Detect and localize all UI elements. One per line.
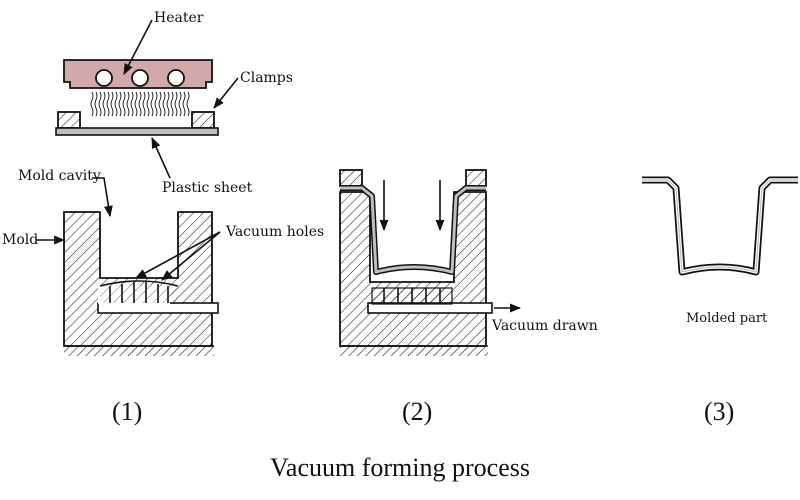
heat-ray xyxy=(118,91,122,117)
heat-rays xyxy=(90,91,190,117)
heat-ray xyxy=(154,91,158,117)
diagram-title: Vacuum forming process xyxy=(270,453,530,482)
heat-ray xyxy=(134,91,138,117)
plastic-sheet-label: Plastic sheet xyxy=(162,180,253,196)
heat-ray xyxy=(146,91,150,117)
mold-1 xyxy=(63,211,219,347)
heat-ray xyxy=(138,91,142,117)
stage-2: Vacuum drawn xyxy=(339,169,598,356)
heat-ray xyxy=(142,91,146,117)
heat-ray xyxy=(150,91,154,117)
clamps-leader xyxy=(213,77,239,109)
vacuum-holes-leader xyxy=(135,231,221,279)
plastic-sheet-leader xyxy=(151,136,171,179)
vacuum-holes-leader xyxy=(161,231,221,281)
step-3-label: (3) xyxy=(704,397,734,426)
heat-ray xyxy=(186,91,190,117)
heat-ray xyxy=(178,91,182,117)
vacuum-drawn-label: Vacuum drawn xyxy=(491,318,598,334)
heat-ray xyxy=(166,91,170,117)
heat-ray xyxy=(126,91,130,117)
heater-label: Heater xyxy=(154,10,204,26)
step-1-label: (1) xyxy=(112,397,142,426)
heat-ray xyxy=(182,91,186,117)
heat-ray xyxy=(170,91,174,117)
heat-ray xyxy=(98,91,102,117)
ground-2 xyxy=(340,346,488,356)
stage-1: Heater Clamps Plastic sheet Mold cavity … xyxy=(2,10,324,356)
vacuum-holes-label: Vacuum holes xyxy=(225,224,324,240)
heat-ray xyxy=(106,91,110,117)
step-2-label: (2) xyxy=(402,397,432,426)
heat-ray xyxy=(130,91,134,117)
molded-part-label: Molded part xyxy=(686,311,768,326)
clamp-left-2 xyxy=(339,169,363,187)
heat-ray xyxy=(94,91,98,117)
heat-ray xyxy=(110,91,114,117)
heater-hole xyxy=(131,69,149,87)
heat-ray xyxy=(158,91,162,117)
heat-ray xyxy=(174,91,178,117)
clamps-label: Clamps xyxy=(240,70,293,86)
heater-hole xyxy=(95,69,113,87)
heat-ray xyxy=(114,91,118,117)
mold-cavity-label: Mold cavity xyxy=(18,168,101,184)
molded-part xyxy=(642,176,798,276)
mold-cavity-leader xyxy=(92,177,113,218)
clamps xyxy=(57,111,215,129)
stage-3: Molded part xyxy=(642,176,798,326)
clamp-right-2 xyxy=(465,169,487,187)
heat-ray xyxy=(102,91,106,117)
plastic-sheet xyxy=(55,127,219,136)
heat-ray xyxy=(162,91,166,117)
heater-hole xyxy=(167,69,185,87)
heater xyxy=(63,59,213,89)
ground-1 xyxy=(64,346,214,356)
heat-ray xyxy=(122,91,126,117)
heat-ray xyxy=(90,91,94,117)
mold-label: Mold xyxy=(2,232,38,248)
heater-leader xyxy=(123,19,153,75)
